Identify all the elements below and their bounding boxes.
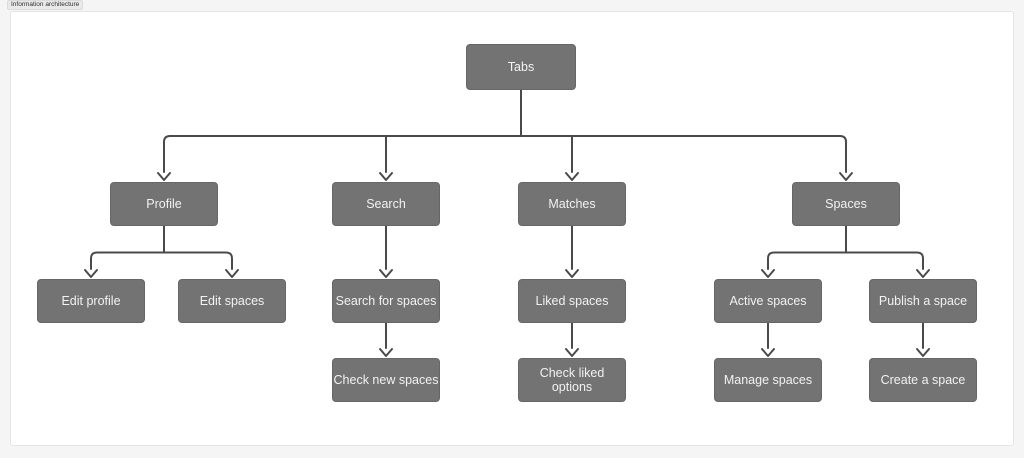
node-create-a-space[interactable]: Create a space: [869, 358, 977, 402]
node-publish-a-space[interactable]: Publish a space: [869, 279, 977, 323]
frame-label-badge[interactable]: Information architecture: [7, 0, 84, 10]
node-label: Check new spaces: [333, 373, 439, 387]
node-check-new-spaces[interactable]: Check new spaces: [332, 358, 440, 402]
node-edit-profile[interactable]: Edit profile: [37, 279, 145, 323]
node-label: Tabs: [507, 60, 535, 74]
node-label: Edit spaces: [199, 294, 265, 308]
node-check-liked-options[interactable]: Check liked options: [518, 358, 626, 402]
node-label: Search: [366, 197, 406, 211]
node-label: Create a space: [880, 373, 966, 387]
node-search[interactable]: Search: [332, 182, 440, 226]
node-profile[interactable]: Profile: [110, 182, 218, 226]
node-label: Profile: [146, 197, 182, 211]
node-liked-spaces[interactable]: Liked spaces: [518, 279, 626, 323]
node-label: Matches: [548, 197, 596, 211]
node-label: Check liked options: [539, 366, 605, 394]
node-label: Publish a space: [878, 294, 968, 308]
node-label: Spaces: [825, 197, 867, 211]
node-active-spaces[interactable]: Active spaces: [714, 279, 822, 323]
node-label: Liked spaces: [535, 294, 609, 308]
node-label: Edit profile: [61, 294, 121, 308]
node-edit-spaces[interactable]: Edit spaces: [178, 279, 286, 323]
node-tabs[interactable]: Tabs: [466, 44, 576, 90]
node-label: Manage spaces: [723, 373, 813, 387]
node-spaces[interactable]: Spaces: [792, 182, 900, 226]
node-manage-spaces[interactable]: Manage spaces: [714, 358, 822, 402]
node-label: Active spaces: [729, 294, 807, 308]
node-matches[interactable]: Matches: [518, 182, 626, 226]
node-search-for-spaces[interactable]: Search for spaces: [332, 279, 440, 323]
node-label: Search for spaces: [335, 294, 437, 308]
